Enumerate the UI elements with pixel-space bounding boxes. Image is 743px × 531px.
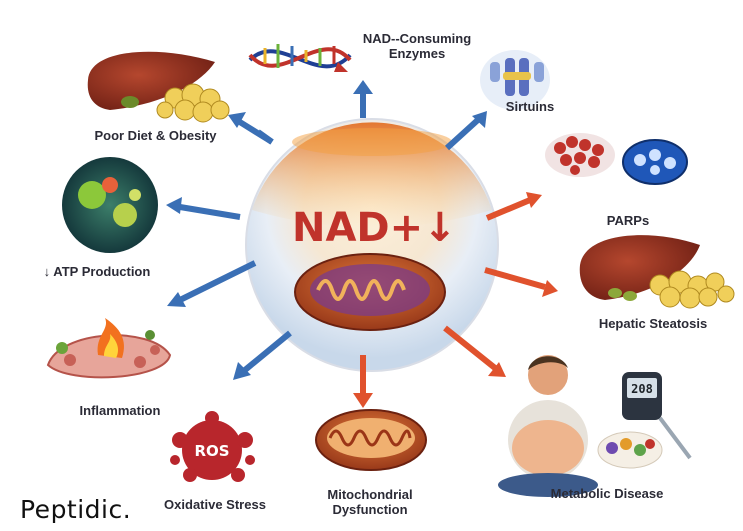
parps-label: PARPs [606,213,650,228]
atp-cell-illustration [62,157,158,253]
inflammation-label: Inflammation [79,403,161,418]
hepatic-liver-illustration [579,235,735,309]
arrow-to-enzymes [353,80,373,118]
inflammation-illustration [46,318,172,379]
arrow-to-inflammation [167,260,257,307]
down-arrow-icon: ↓ [423,205,457,251]
mito-label-line1: Mitochondrial [327,487,413,502]
ros-label: ROS [194,442,229,460]
arrow-to-oxidative [233,330,292,380]
arrow-to-hepatic [484,267,558,297]
glucometer: 208 [622,372,662,420]
parps-illustration [545,133,688,185]
sirtuins-illustration [480,50,550,110]
metabolic-label: Metabolic Disease [550,486,664,501]
poor-diet-liver-illustration [87,51,230,123]
poor-diet-label: Poor Diet & Obesity [94,128,217,143]
mito-dysfunction-illustration [315,409,427,471]
mito-label-line2: Dysfunction [332,502,408,517]
sirtuins-label: Sirtuins [505,99,555,114]
enzymes-label-line1: NAD--Consuming [362,31,472,46]
ros-illustration [170,411,255,482]
enzymes-label-line2: Enzymes [388,46,446,61]
atp-label: ↓ ATP Production [43,264,151,279]
arrow-to-poor-diet [228,112,274,145]
enzymes-label: NAD--Consuming Enzymes [352,31,482,61]
center-mitochondrion [294,253,446,331]
mito-label: Mitochondrial Dysfunction [320,487,420,517]
arrow-to-sirtuins [444,111,487,151]
arrow-to-parps [485,192,542,221]
dna-helix-illustration [248,44,352,72]
hepatic-label: Hepatic Steatosis [598,316,708,331]
nad-title: NAD+↓ [292,205,457,251]
arrows [166,80,558,408]
oxidative-label: Oxidative Stress [164,497,266,512]
arrow-to-mito [353,355,373,408]
metabolic-disease-illustration: 208 [498,355,692,497]
glucometer-reading: 208 [631,382,653,396]
brand-logo-text: Peptidic. [20,495,132,524]
arrow-to-atp [166,197,241,220]
nad-title-text: NAD+ [292,205,424,251]
arrow-to-metabolic [443,325,506,377]
